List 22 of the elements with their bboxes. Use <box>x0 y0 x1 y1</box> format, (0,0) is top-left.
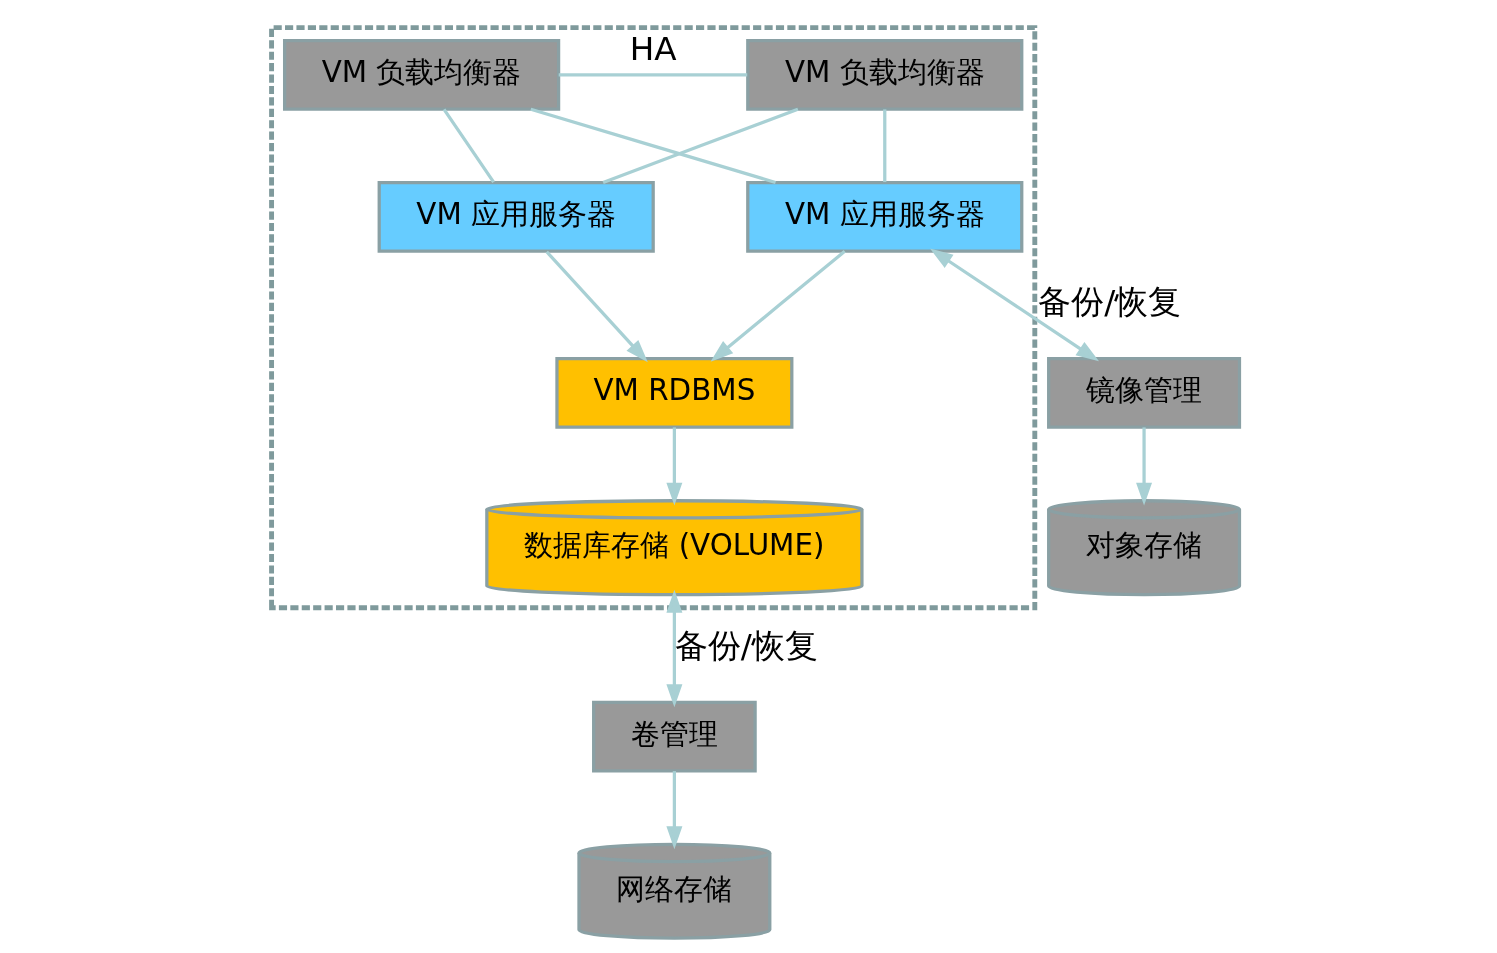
edge-label: 备份/恢复 <box>1037 283 1181 322</box>
node-box: VM 应用服务器 <box>377 180 655 253</box>
edge-label: HA <box>629 30 677 69</box>
node-box: VM 负载均衡器 <box>282 39 560 111</box>
arrow <box>1135 427 1152 506</box>
node-box: VM 应用服务器 <box>745 180 1023 253</box>
node-box: VM RDBMS <box>554 357 793 429</box>
arrow <box>710 250 846 362</box>
connector <box>529 107 776 185</box>
node-box: VM 负载均衡器 <box>745 39 1023 111</box>
connector <box>602 107 798 184</box>
arrow <box>665 771 682 850</box>
connector <box>442 108 495 183</box>
arrow <box>665 589 682 708</box>
node-box: 镜像管理 <box>1046 357 1241 429</box>
arrow <box>929 248 1099 362</box>
arrow <box>545 250 648 363</box>
arrow <box>665 427 682 506</box>
connector <box>882 109 886 183</box>
node-box: 卷管理 <box>591 700 757 773</box>
connector <box>558 73 747 77</box>
edge-label: 备份/恢复 <box>674 626 818 665</box>
